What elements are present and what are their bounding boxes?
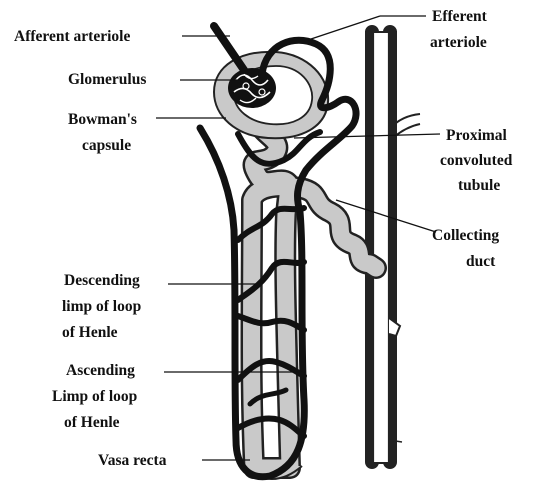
svg-text:limp of loop: limp of loop <box>62 298 141 315</box>
svg-text:Bowman's: Bowman's <box>68 111 137 128</box>
label-proximal-convoluted-tubule: Proximal convoluted tubule <box>294 127 513 194</box>
svg-text:of Henle: of Henle <box>64 414 120 431</box>
svg-text:Vasa recta: Vasa recta <box>98 452 167 469</box>
label-descending-limb: Descending limp of loop of Henle <box>62 272 256 341</box>
svg-text:Limp of loop: Limp of loop <box>52 388 137 405</box>
collecting-duct <box>365 32 420 463</box>
svg-text:duct: duct <box>466 253 496 270</box>
svg-text:Descending: Descending <box>64 272 140 289</box>
svg-text:of Henle: of Henle <box>62 324 118 341</box>
renal-tubule <box>242 118 376 479</box>
svg-text:convoluted: convoluted <box>440 152 513 169</box>
svg-text:Ascending: Ascending <box>66 362 135 379</box>
label-efferent-arteriole: Efferent arteriole <box>308 8 488 51</box>
label-afferent-arteriole: Afferent arteriole <box>14 28 230 45</box>
svg-text:Proximal: Proximal <box>446 127 508 144</box>
svg-text:arteriole: arteriole <box>430 34 487 51</box>
svg-text:capsule: capsule <box>82 137 131 154</box>
glomerulus <box>228 68 276 108</box>
label-vasa-recta: Vasa recta <box>98 452 250 469</box>
svg-text:tubule: tubule <box>458 177 500 194</box>
svg-text:Efferent: Efferent <box>432 8 488 25</box>
svg-text:Glomerulus: Glomerulus <box>68 71 146 88</box>
svg-text:Collecting: Collecting <box>432 227 499 244</box>
svg-text:Afferent arteriole: Afferent arteriole <box>14 28 130 45</box>
